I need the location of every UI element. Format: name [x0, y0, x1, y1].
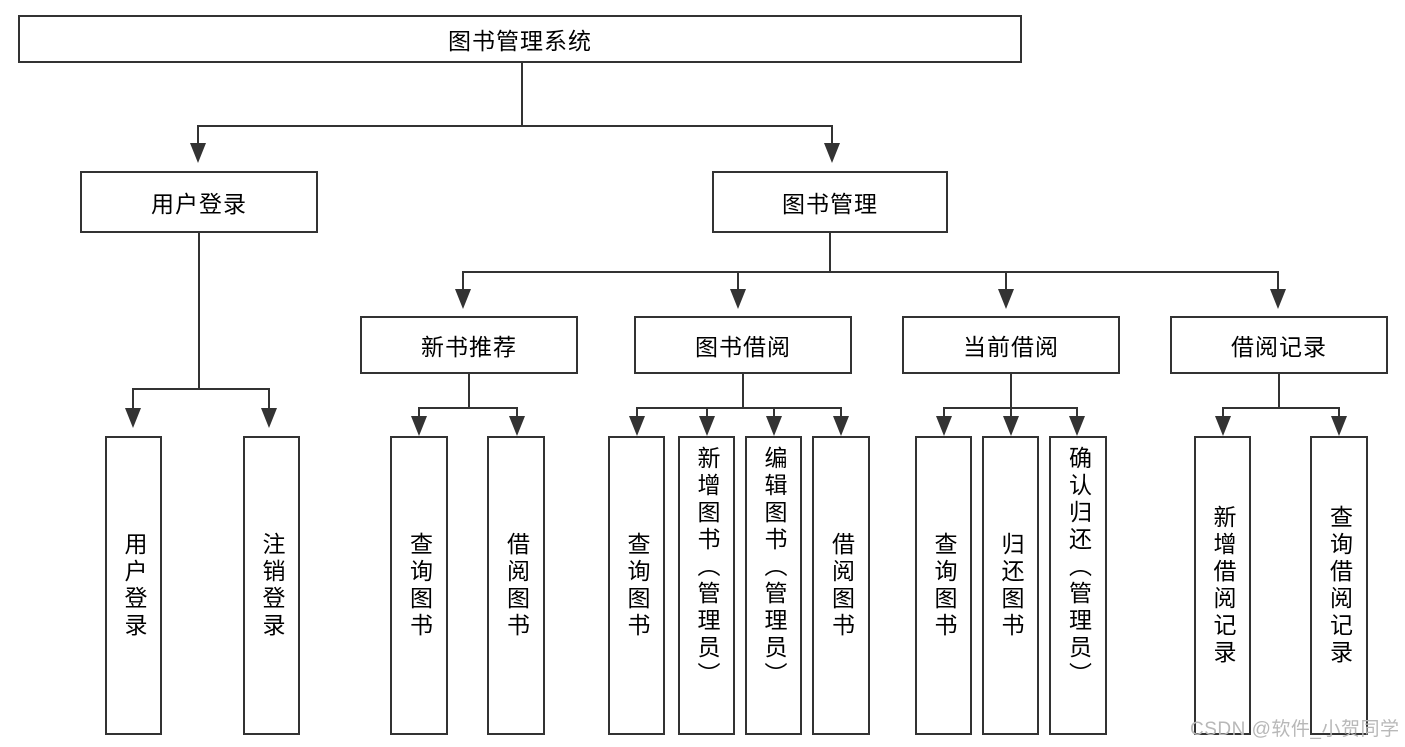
node-user-login[interactable]: 用户登录	[80, 171, 318, 233]
node-label: 查询图书	[624, 531, 650, 640]
node-leaf-query-borrow-record[interactable]: 查询借阅记录	[1310, 436, 1368, 735]
node-leaf-query-book-a[interactable]: 查询图书	[390, 436, 448, 735]
node-label: 图书借阅	[695, 334, 791, 360]
connector-bb-stub-3	[773, 407, 775, 416]
connector-br-stub-1	[1222, 407, 1224, 416]
connector-book-mgmt-down	[829, 233, 831, 272]
connector-root-down	[521, 63, 523, 126]
arrow-to-leaf-return-book	[1003, 416, 1019, 436]
connector-book-borrow-down	[742, 374, 744, 408]
connector-user-login-down	[198, 233, 200, 389]
node-label: 用户登录	[151, 191, 247, 217]
connector-cb-stub-1	[943, 407, 945, 416]
node-leaf-borrow-book-a[interactable]: 借阅图书	[487, 436, 545, 735]
arrow-to-book-mgmt	[824, 143, 840, 163]
node-leaf-confirm-return-admin[interactable]: 确认归还（管理员）	[1049, 436, 1107, 735]
connector-bm-stub-3	[1005, 271, 1007, 289]
node-label: 借阅记录	[1231, 334, 1327, 360]
connector-bus-new-book-rec-children	[418, 407, 518, 409]
node-root-library-system[interactable]: 图书管理系统	[18, 15, 1022, 63]
node-current-borrowing[interactable]: 当前借阅	[902, 316, 1120, 374]
arrow-to-borrow-record	[1270, 289, 1286, 309]
connector-bus-borrow-record-children	[1222, 407, 1340, 409]
node-book-borrowing[interactable]: 图书借阅	[634, 316, 852, 374]
connector-bm-stub-2	[737, 271, 739, 289]
node-leaf-logout[interactable]: 注销登录	[243, 436, 300, 735]
node-label: 查询图书	[931, 531, 957, 640]
arrow-to-leaf-add-borrow-record	[1215, 416, 1231, 436]
node-leaf-add-book-admin[interactable]: 新增图书（管理员）	[678, 436, 735, 735]
node-label: 确认归还（管理员）	[1065, 446, 1092, 689]
connector-nbr-stub-1	[418, 407, 420, 416]
node-leaf-edit-book-admin[interactable]: 编辑图书（管理员）	[745, 436, 802, 735]
arrow-to-leaf-borrow-book-a	[509, 416, 525, 436]
node-label: 图书管理系统	[448, 28, 592, 54]
node-leaf-query-book-b[interactable]: 查询图书	[608, 436, 665, 735]
node-label: 用户登录	[121, 531, 147, 640]
node-label: 借阅图书	[828, 531, 855, 640]
node-label: 编辑图书（管理员）	[761, 446, 787, 689]
connector-cb-stub-2	[1010, 407, 1012, 416]
connector-bm-stub-4	[1277, 271, 1279, 289]
node-leaf-query-book-c[interactable]: 查询图书	[915, 436, 972, 735]
arrow-to-current-borrow	[998, 289, 1014, 309]
arrow-to-leaf-add-book-admin	[699, 416, 715, 436]
node-leaf-user-login[interactable]: 用户登录	[105, 436, 162, 735]
connector-bus-book-mgmt-children	[462, 271, 1278, 273]
connector-bus-level2	[197, 125, 833, 127]
connector-userlogin-right-stub	[268, 388, 270, 408]
node-label: 新增借阅记录	[1210, 504, 1236, 667]
node-label: 查询图书	[406, 531, 433, 640]
arrow-to-user-login	[190, 143, 206, 163]
arrow-to-leaf-confirm-return	[1069, 416, 1085, 436]
arrow-to-leaf-query-borrow-record	[1331, 416, 1347, 436]
csdn-watermark: CSDN @软件_小贺同学	[1190, 719, 1400, 740]
arrow-to-leaf-query-book-a	[411, 416, 427, 436]
node-label: 归还图书	[998, 531, 1024, 640]
node-new-book-recommendation[interactable]: 新书推荐	[360, 316, 578, 374]
node-label: 借阅图书	[503, 531, 530, 640]
connector-new-book-rec-down	[468, 374, 470, 408]
connector-bm-stub-1	[462, 271, 464, 289]
arrow-to-leaf-query-book-c	[936, 416, 952, 436]
node-leaf-add-borrow-record[interactable]: 新增借阅记录	[1194, 436, 1251, 735]
node-label: 新书推荐	[421, 334, 517, 360]
node-borrowing-records[interactable]: 借阅记录	[1170, 316, 1388, 374]
connector-bus-user-login-children	[132, 388, 268, 390]
connector-bus-to-user-login	[197, 125, 199, 143]
arrow-to-leaf-query-book-b	[629, 416, 645, 436]
connector-current-borrow-down	[1010, 374, 1012, 408]
connector-userlogin-left-stub	[132, 388, 134, 408]
connector-bus-book-borrow-children	[636, 407, 842, 409]
connector-nbr-stub-2	[516, 407, 518, 416]
connector-br-stub-2	[1338, 407, 1340, 416]
node-label: 注销登录	[259, 531, 285, 640]
node-leaf-borrow-book-b[interactable]: 借阅图书	[812, 436, 870, 735]
node-label: 当前借阅	[963, 334, 1059, 360]
arrow-to-leaf-user-login	[125, 408, 141, 428]
node-leaf-return-book[interactable]: 归还图书	[982, 436, 1039, 735]
node-label: 图书管理	[782, 191, 878, 217]
connector-bb-stub-1	[636, 407, 638, 416]
arrow-to-leaf-borrow-book-b	[833, 416, 849, 436]
connector-bb-stub-2	[706, 407, 708, 416]
arrow-to-book-borrow	[730, 289, 746, 309]
node-label: 查询借阅记录	[1326, 504, 1353, 667]
node-book-management[interactable]: 图书管理	[712, 171, 948, 233]
connector-cb-stub-3	[1076, 407, 1078, 416]
connector-borrow-record-down	[1278, 374, 1280, 408]
arrow-to-new-book-rec	[455, 289, 471, 309]
node-label: 新增图书（管理员）	[694, 446, 720, 689]
arrow-to-leaf-logout	[261, 408, 277, 428]
connector-bus-to-book-mgmt	[831, 125, 833, 143]
connector-bb-stub-4	[840, 407, 842, 416]
arrow-to-leaf-edit-book-admin	[766, 416, 782, 436]
